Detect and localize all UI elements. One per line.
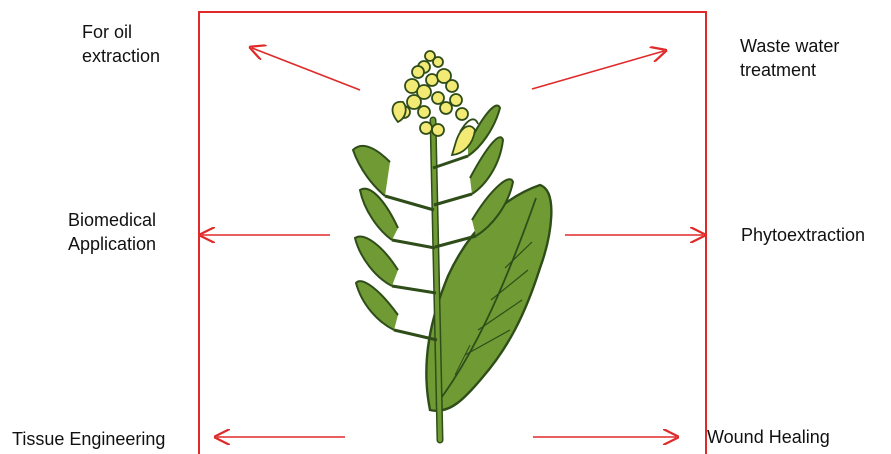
- label-tissue-engineering: Tissue Engineering: [12, 427, 165, 451]
- label-bio-line-2: Application: [68, 232, 156, 256]
- label-phytoextraction: Phytoextraction: [741, 223, 865, 247]
- label-oil-extraction: For oil extraction: [82, 20, 160, 68]
- arrow-oil: [252, 48, 360, 90]
- label-waste-water-treatment: Waste water treatment: [740, 34, 839, 82]
- label-oil-line-2: extraction: [82, 44, 160, 68]
- plant-illustration: [353, 51, 551, 440]
- arrow-waste: [532, 51, 664, 89]
- label-wound-healing: Wound Healing: [707, 425, 830, 449]
- label-waste-line-1: Waste water: [740, 34, 839, 58]
- label-biomedical-application: Biomedical Application: [68, 208, 156, 256]
- label-waste-line-2: treatment: [740, 58, 839, 82]
- label-oil-line-1: For oil: [82, 20, 160, 44]
- label-bio-line-1: Biomedical: [68, 208, 156, 232]
